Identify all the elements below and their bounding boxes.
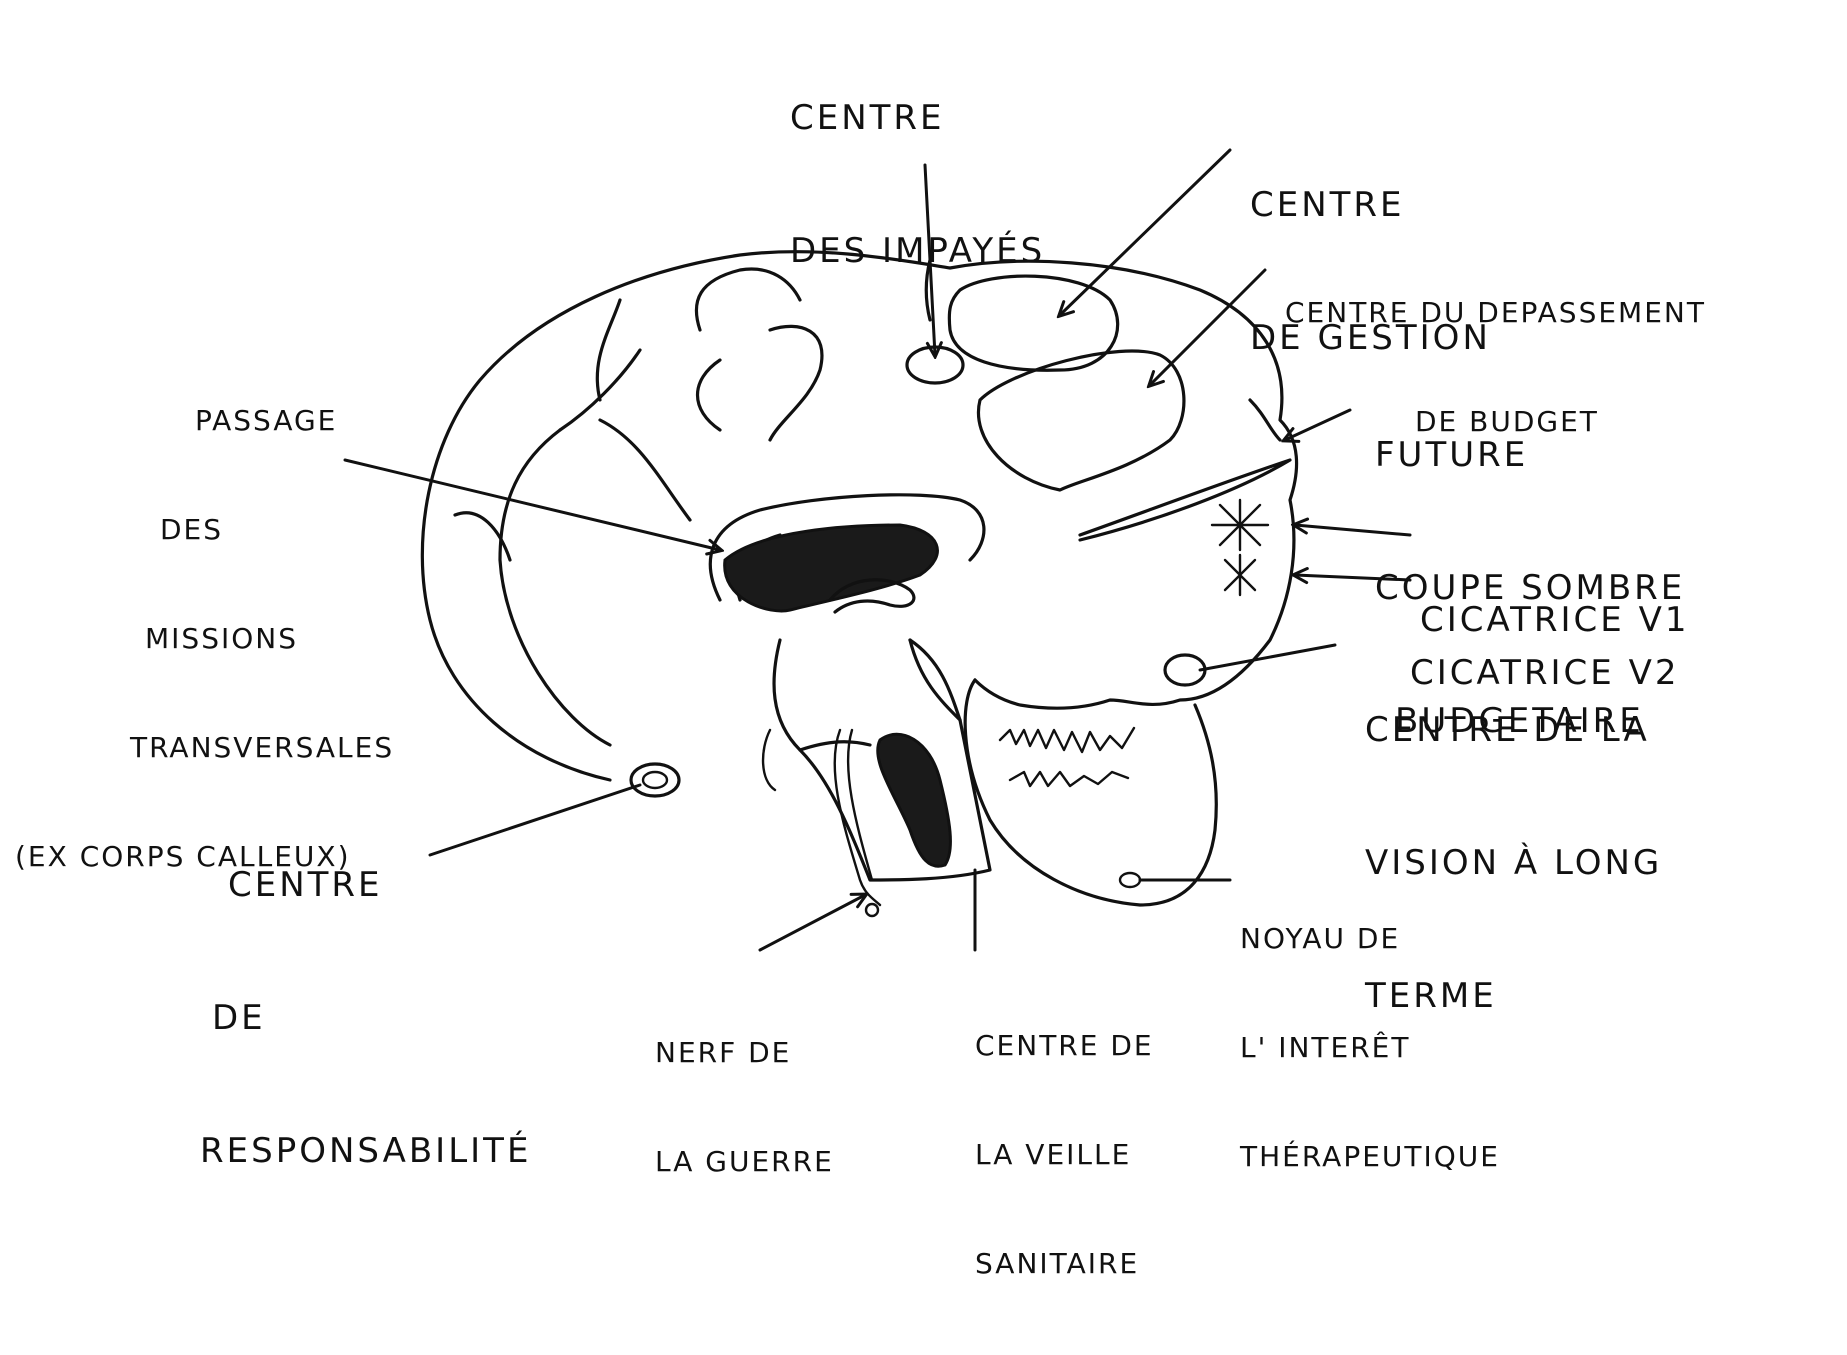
nerf-end — [866, 904, 878, 916]
depassement-region — [978, 351, 1183, 490]
scar-v1 — [1212, 500, 1268, 550]
responsabilite-node — [631, 764, 679, 796]
veille-region — [878, 734, 951, 866]
label-noyau-interet: NOYAU DE L' INTERÊT THÉRAPEUTIQUE — [1240, 848, 1500, 1248]
interet-node — [1120, 873, 1140, 887]
brain-diagram: CENTRE DES IMPAYÉS CENTRE DE GESTION CEN… — [0, 0, 1847, 1074]
label-centre-veille: CENTRE DE LA VEILLE SANITAIRE — [975, 955, 1154, 1355]
cerebellum-outline — [965, 680, 1216, 905]
scar-v2 — [1225, 555, 1255, 595]
label-passage-missions: PASSAGE DES MISSIONS TRANSVERSALES (EX C… — [15, 330, 394, 949]
label-nerf-guerre: NERF DE LA GUERRE — [655, 962, 834, 1253]
cerebellum-folds — [1000, 728, 1134, 786]
label-centre-impayes: CENTRE DES IMPAYÉS — [790, 8, 1045, 362]
